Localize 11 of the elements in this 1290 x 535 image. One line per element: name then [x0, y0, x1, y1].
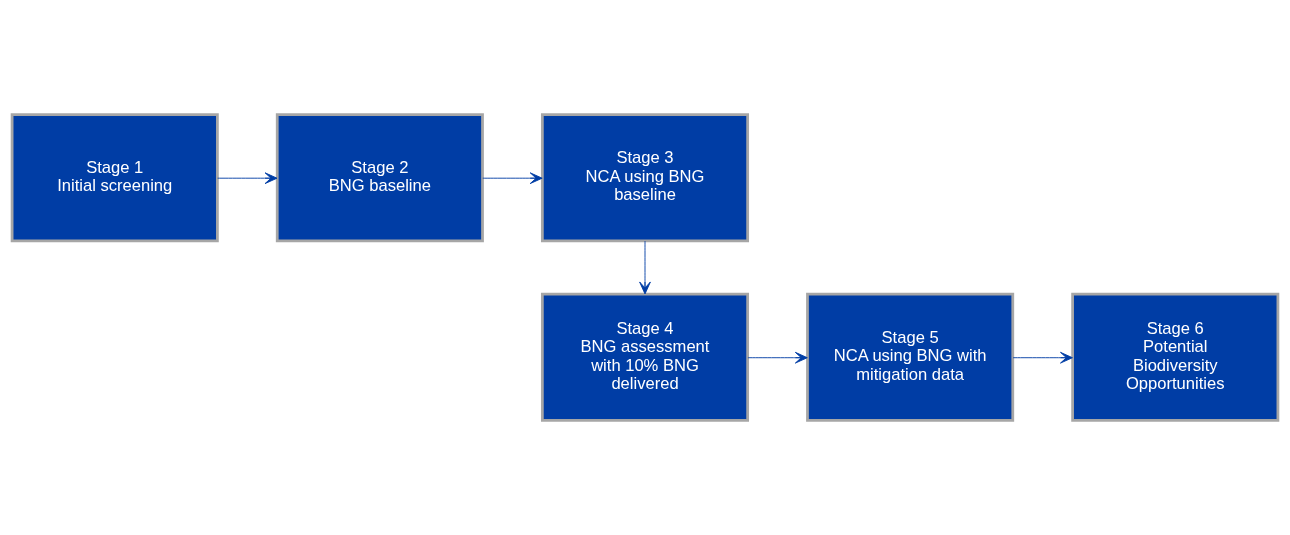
- node-box: Stage 3 NCA using BNG baseline: [540, 113, 750, 243]
- arrow: [747, 351, 808, 364]
- arrow: [482, 172, 543, 185]
- node-box: Stage 4 BNG assessment with 10% BNG delivered: [540, 292, 750, 422]
- arrow: [1012, 351, 1073, 364]
- node-box: Stage 5 NCA using BNG with mitigation data: [806, 292, 1015, 422]
- node-box: Stage 1 Initial screening: [10, 113, 219, 243]
- arrow: [217, 172, 278, 185]
- node-box: Stage 6 Potential Biodiversity Opportunities: [1071, 292, 1280, 422]
- node-box: Stage 2 BNG baseline: [275, 113, 484, 243]
- arrow: [639, 240, 651, 295]
